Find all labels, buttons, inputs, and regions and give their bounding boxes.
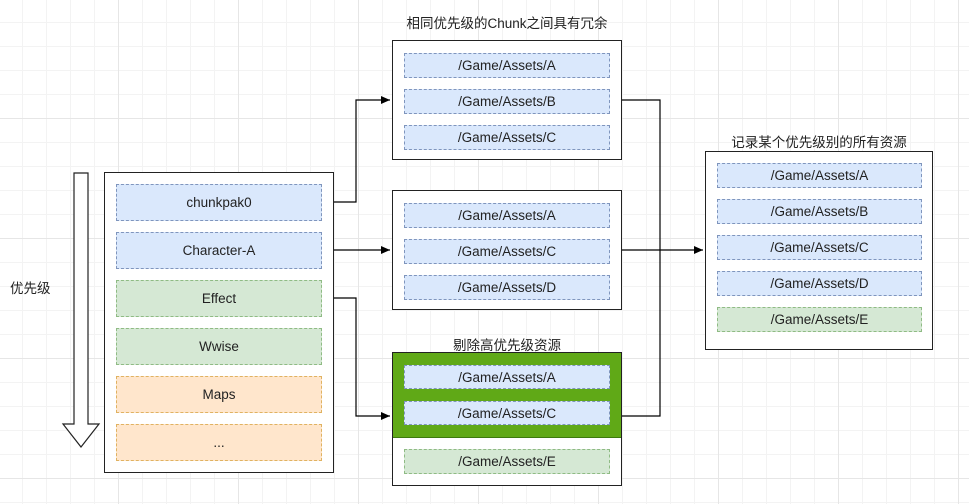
edge-effect-to-group: [321, 297, 390, 420]
chunk-list-panel: chunkpak0 Character-A Effect Wwise Maps …: [104, 172, 334, 473]
all-resources-panel: /Game/Assets/A /Game/Assets/B /Game/Asse…: [705, 151, 933, 350]
effect-group-panel: /Game/Assets/A /Game/Assets/C /Game/Asse…: [392, 352, 622, 486]
asset-item-culled: /Game/Assets/A: [404, 365, 610, 389]
all-resources-title: 记录某个优先级别的所有资源: [731, 135, 907, 150]
chunk-item-chunkpak0[interactable]: chunkpak0: [116, 184, 322, 221]
edge-redundant-to-all: [621, 99, 661, 250]
edge-effect-to-all: [621, 250, 661, 417]
chunk-item-character-a[interactable]: Character-A: [116, 232, 322, 269]
asset-item: /Game/Assets/C: [717, 235, 922, 260]
asset-item: /Game/Assets/E: [404, 449, 610, 474]
asset-item: /Game/Assets/B: [404, 89, 610, 114]
asset-item: /Game/Assets/C: [404, 125, 610, 150]
effect-group-title: 剔除高优先级资源: [453, 338, 561, 353]
asset-item: /Game/Assets/D: [404, 275, 610, 300]
asset-item-culled: /Game/Assets/C: [404, 401, 610, 425]
asset-item: /Game/Assets/C: [404, 239, 610, 264]
chunk-item-more[interactable]: ...: [116, 424, 322, 461]
chunk-item-maps[interactable]: Maps: [116, 376, 322, 413]
character-group-panel: /Game/Assets/A /Game/Assets/C /Game/Asse…: [392, 190, 622, 310]
redundant-group-title: 相同优先级的Chunk之间具有冗余: [406, 16, 608, 31]
chunk-item-wwise[interactable]: Wwise: [116, 328, 322, 365]
priority-label: 优先级: [10, 281, 51, 296]
asset-item: /Game/Assets/A: [717, 163, 922, 188]
chunk-item-effect[interactable]: Effect: [116, 280, 322, 317]
edge-chunkpak0-to-redundant: [321, 96, 390, 203]
asset-item: /Game/Assets/A: [404, 53, 610, 78]
redundant-group-panel: /Game/Assets/A /Game/Assets/B /Game/Asse…: [392, 40, 622, 160]
asset-item: /Game/Assets/D: [717, 271, 922, 296]
asset-item: /Game/Assets/B: [717, 199, 922, 224]
asset-item: /Game/Assets/A: [404, 203, 610, 228]
asset-item: /Game/Assets/E: [717, 307, 922, 332]
priority-arrow: [61, 172, 101, 448]
